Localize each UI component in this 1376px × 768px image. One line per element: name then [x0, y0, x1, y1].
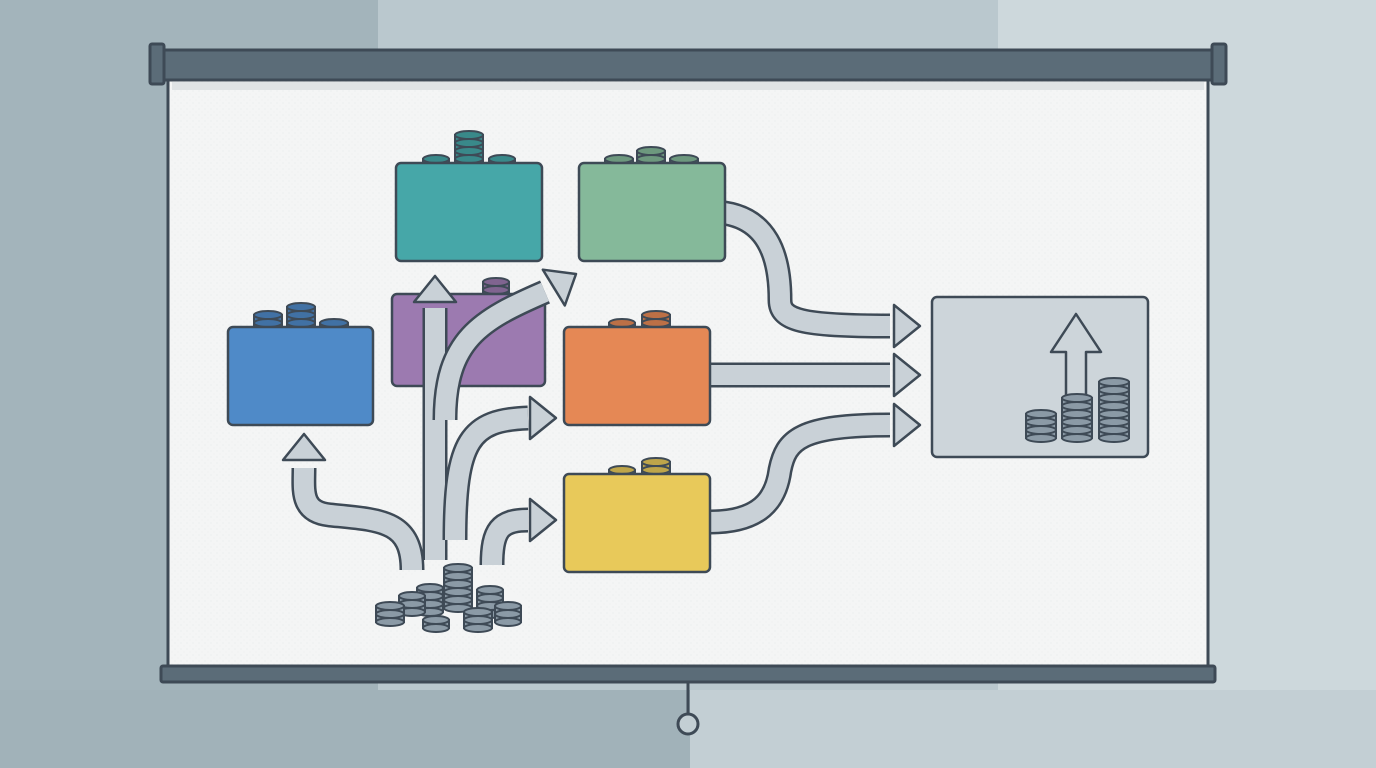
yellow-box — [562, 457, 712, 574]
coin-pile-icon — [372, 563, 528, 633]
arrow-head-icon — [281, 432, 327, 462]
teal-box — [394, 130, 544, 263]
coin-stack-icon — [1098, 377, 1130, 443]
flow-arrow — [442, 405, 529, 541]
arrow-head-icon — [541, 268, 578, 307]
coin-stack-icon — [1025, 409, 1057, 443]
flow-arrow — [709, 412, 891, 535]
flow-arrow — [291, 467, 425, 571]
coin-stack-icon — [443, 563, 473, 613]
screen-top-bar — [148, 42, 1228, 86]
growth-coins-icon — [1025, 377, 1130, 443]
arrow-head-icon — [892, 352, 922, 398]
screen-bottom-bar — [159, 664, 1217, 684]
coin-stack-icon — [463, 607, 493, 633]
coin-stack-icon — [494, 601, 522, 627]
orange-box — [562, 310, 712, 427]
arrow-head-icon — [412, 274, 458, 304]
arrow-head-icon — [892, 303, 922, 349]
coin-stack-icon — [375, 601, 405, 627]
arrow-head-icon — [892, 402, 922, 448]
green-box — [577, 146, 727, 263]
flow-arrow — [432, 280, 550, 421]
coin-stack-icon — [1061, 393, 1093, 443]
arrow-head-icon — [528, 395, 558, 441]
result-box — [930, 295, 1150, 459]
flow-arrow — [709, 199, 891, 339]
arrow-head-icon — [528, 497, 558, 543]
flow-arrows — [281, 199, 922, 571]
pull-cord — [676, 682, 700, 736]
flow-arrow — [479, 507, 529, 566]
blue-box — [226, 302, 375, 427]
coin-stack-icon — [422, 615, 450, 633]
